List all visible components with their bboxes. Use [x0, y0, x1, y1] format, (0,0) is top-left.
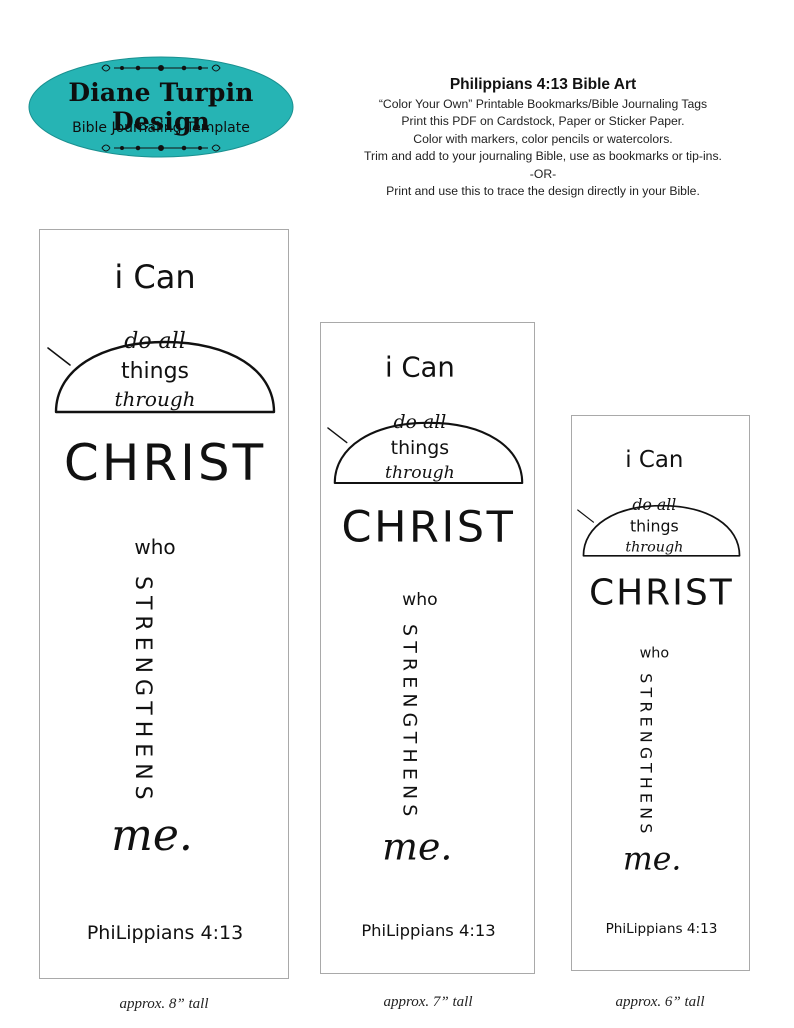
text-reference: PhiLippians 4:13	[606, 921, 718, 937]
text-through: through	[385, 463, 455, 483]
text-through: through	[114, 387, 195, 411]
bookmark-art	[47, 340, 276, 414]
info-line: “Color Your Own” Printable Bookmarks/Bib…	[378, 96, 708, 111]
bookmark-art	[577, 504, 741, 557]
text-things: things	[391, 437, 449, 459]
info-line: Print this PDF on Cardstock, Paper or St…	[401, 114, 685, 128]
sun-rays-icon	[47, 347, 71, 366]
text-christ: CHRIST	[64, 434, 266, 492]
caption-6in: approx. 6” tall	[615, 994, 705, 1010]
logo: Diane Turpin Design Bible Journaling Tem…	[26, 50, 296, 160]
bookmark-art	[327, 421, 524, 485]
text-me: me.	[382, 825, 452, 869]
logo-title: Diane Turpin Design	[68, 78, 254, 136]
info-line: Trim and add to your journaling Bible, u…	[364, 149, 722, 163]
text-me: me.	[623, 841, 682, 877]
logo-flourish-top-icon	[101, 64, 221, 72]
logo-flourish-bottom-icon	[101, 144, 221, 152]
dome-shape	[54, 340, 276, 414]
info-line: Color with markers, color pencils or wat…	[413, 131, 673, 146]
dome-shape	[333, 421, 524, 485]
text-things: things	[630, 516, 679, 535]
text-through: through	[625, 540, 683, 556]
text-who: who	[640, 645, 670, 661]
caption-8in: approx. 8” tall	[119, 996, 209, 1012]
instructions: Philippians 4:13 Bible Art “Color Your O…	[304, 76, 782, 201]
text-christ: CHRIST	[342, 503, 516, 553]
text-strengthens: STRENGTHENS	[130, 576, 155, 806]
bookmark-8in-svg: i Can do all things through CHRIST who S…	[47, 258, 276, 944]
text-i-can: i Can	[114, 258, 195, 296]
bookmark-7in: i Can do all things through CHRIST who S…	[320, 322, 535, 974]
logo-oval	[28, 56, 294, 158]
text-do-all: do all	[124, 329, 186, 354]
text-reference: PhiLippians 4:13	[361, 921, 495, 940]
text-reference: PhiLippians 4:13	[87, 922, 243, 944]
text-i-can: i Can	[385, 351, 455, 383]
info-title: Philippians 4:13 Bible Art	[449, 76, 637, 93]
text-do-all: do all	[393, 411, 446, 433]
text-who: who	[402, 590, 437, 610]
text-strengthens: STRENGTHENS	[637, 673, 656, 837]
info-line: Print and use this to trace the design d…	[386, 184, 700, 198]
text-things: things	[121, 359, 189, 384]
text-strengthens: STRENGTHENS	[399, 624, 421, 821]
sun-rays-icon	[327, 427, 348, 444]
text-who: who	[134, 535, 175, 559]
text-do-all: do all	[632, 495, 676, 514]
info-line: -OR-	[529, 166, 557, 181]
logo-subtitle: Bible Journaling Template	[72, 120, 250, 136]
bookmark-8in: i Can do all things through CHRIST who S…	[39, 229, 289, 979]
sun-rays-icon	[577, 509, 595, 523]
text-christ: CHRIST	[589, 573, 734, 614]
bookmark-6in-svg: i Can do all things through CHRIST who S…	[577, 447, 741, 937]
dome-shape	[582, 504, 741, 557]
text-i-can: i Can	[625, 447, 683, 473]
bookmark-6in: i Can do all things through CHRIST who S…	[571, 415, 750, 971]
caption-7in: approx. 7” tall	[383, 994, 473, 1010]
bookmark-7in-svg: i Can do all things through CHRIST who S…	[327, 351, 524, 940]
text-me: me.	[111, 810, 193, 861]
